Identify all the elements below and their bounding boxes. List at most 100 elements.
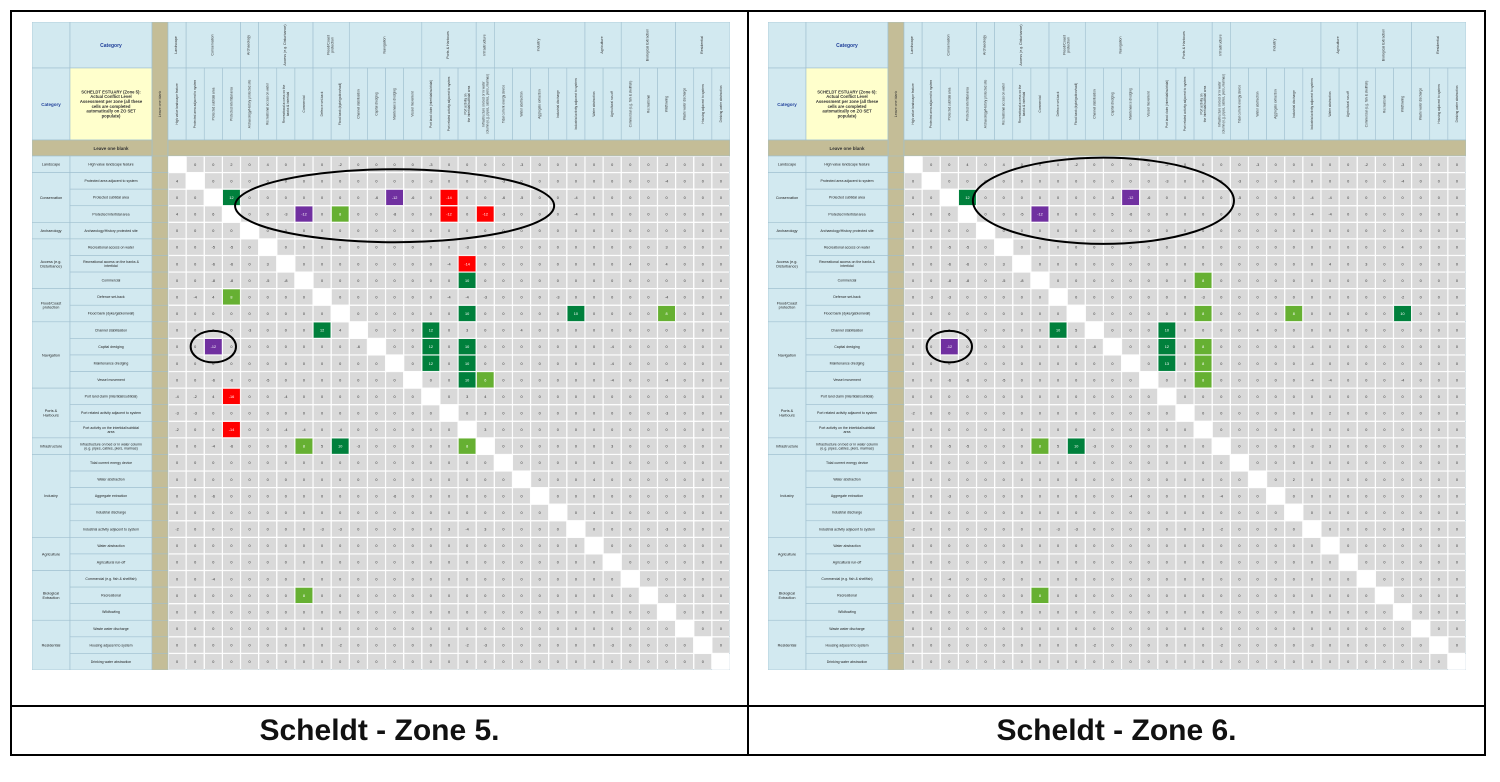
cell-value: -5 [266,279,269,283]
cell-value: 0 [357,412,359,416]
matrix-cell [940,653,959,670]
matrix-cell [1049,570,1067,587]
matrix-cell [367,487,386,504]
column-group-label: Navigation [1119,37,1123,54]
cell-value: 3 [484,428,486,432]
cell-value: 0 [1057,511,1059,515]
cell-value: 0 [1148,179,1150,183]
cell-value: 0 [1383,262,1385,266]
matrix-cell [1194,537,1212,554]
cell-value: 0 [1057,428,1059,432]
matrix-cell [1158,438,1176,455]
matrix-cell [548,156,567,173]
cell-value: 0 [230,329,232,333]
matrix-cell [458,653,476,670]
cell-value: 0 [285,478,287,482]
cell-value: 0 [539,196,541,200]
cell-value: 0 [629,660,631,664]
matrix-cell [258,388,277,405]
matrix-cell [994,338,1013,355]
separator-cell [151,188,169,206]
cell-value: 0 [1184,528,1186,532]
matrix-cell [976,587,995,604]
matrix-cell [349,322,368,339]
cell-value: 0 [1075,412,1077,416]
column-group-cell [185,22,241,69]
matrix-cell [512,205,531,223]
cell-value: 0 [912,594,914,598]
matrix-cell [1266,487,1285,504]
matrix-cell [1375,305,1394,322]
matrix-cell [1429,603,1448,621]
cell-value: 0 [557,461,559,465]
cell-value: 0 [1420,345,1422,349]
cell-value: 0 [1365,345,1367,349]
matrix-cell [258,322,277,339]
cell-value: 0 [267,213,269,217]
cell-value: 0 [702,295,704,299]
matrix-cell [367,504,386,521]
separator-cell [151,222,169,240]
matrix-cell [222,272,241,289]
matrix-cell [1411,421,1430,438]
matrix-cell [1429,570,1448,587]
cell-value: 0 [1166,610,1168,614]
matrix-cell [1176,603,1194,621]
cell-value: 8 [1202,378,1204,382]
matrix-cell [1266,603,1285,621]
matrix-cell [976,620,995,637]
separator-cell [151,155,169,173]
cell-value: 0 [702,544,704,548]
cell-value: 0 [539,395,541,399]
cell-value: 0 [267,461,269,465]
cell-value: 0 [575,561,577,565]
matrix-cell [258,421,277,438]
matrix-cell [567,570,585,587]
column-group-label: Residential [700,36,704,54]
cell-value: 0 [539,295,541,299]
cell-value: 0 [1365,627,1367,631]
matrix-cell [204,371,223,388]
cell-value: 0 [966,461,968,465]
cell-value: 0 [466,163,468,167]
matrix-cell [422,637,440,654]
cell-value: 0 [611,179,613,183]
cell-value: 8 [303,594,305,598]
matrix-cell [385,322,404,339]
row-group-cell [768,172,807,223]
cell-value: 0 [1093,229,1095,233]
matrix-cell [1230,172,1249,189]
matrix-cell [512,438,531,455]
matrix-cell [994,305,1013,322]
matrix-cell [1085,338,1104,355]
cell-value: 4 [267,163,269,167]
cell-value: 0 [1184,345,1186,349]
cell-value: 0 [647,329,649,333]
matrix-cell [258,189,277,206]
matrix-cell [657,156,676,173]
cell-value: 0 [212,412,214,416]
cell-value: 0 [912,478,914,482]
matrix-cell [204,504,223,521]
matrix-cell [476,587,495,604]
cell-value: -4 [574,196,577,200]
cell-value: -14 [446,196,452,200]
separator-cell [151,205,169,223]
cell-value: 0 [230,627,232,631]
matrix-cell [1067,222,1086,239]
matrix-cell [494,454,513,471]
cell-value: 0 [629,345,631,349]
column-group-label: Infrastructure [1218,34,1222,55]
matrix-cell [222,438,241,455]
cell-value: 0 [966,312,968,316]
matrix-cell [385,421,404,438]
cell-value: 0 [1383,577,1385,581]
cell-value: 0 [321,428,323,432]
cell-value: 0 [1220,246,1222,250]
caption-zone-5: Scheldt - Zone 5. [259,714,500,747]
matrix-cell [1212,537,1231,554]
matrix-cell [258,156,277,173]
cell-value: 0 [230,610,232,614]
matrix-cell [976,322,995,339]
cell-value: 0 [720,279,722,283]
